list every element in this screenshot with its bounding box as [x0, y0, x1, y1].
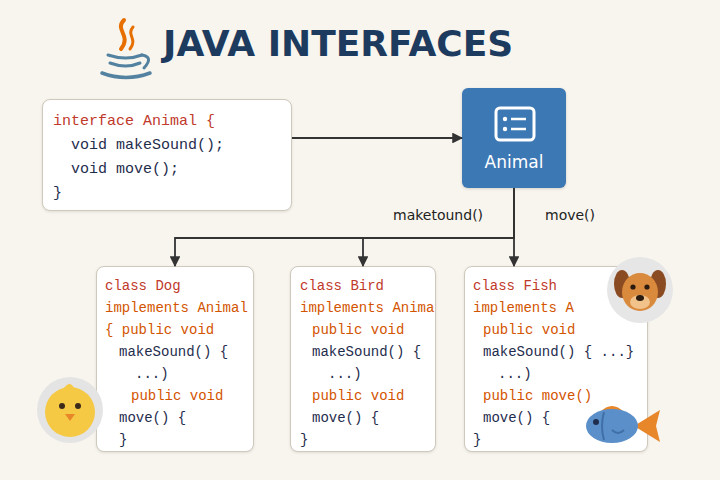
- code-line: implements Anima: [300, 298, 434, 318]
- code-line: class Fish: [473, 276, 557, 296]
- code-line: }: [473, 430, 481, 450]
- code-line: ...): [135, 364, 169, 384]
- code-line: implements Animal: [105, 298, 248, 318]
- code-line: public void: [131, 386, 223, 406]
- implements-arrow: [363, 188, 514, 266]
- code-line: interface Animal {: [53, 112, 215, 132]
- code-line: { public void: [105, 320, 214, 340]
- fish-illustration: [586, 406, 660, 443]
- code-line: public void: [483, 320, 575, 340]
- chick-illustration: [37, 377, 103, 443]
- java-logo: [102, 20, 150, 78]
- code-line: void move();: [71, 160, 179, 180]
- code-line: class Bird: [300, 276, 384, 296]
- code-line: }: [119, 430, 127, 450]
- interface-node: Animal: [462, 88, 566, 188]
- code-line: class Dog: [105, 276, 181, 296]
- code-line: public void: [312, 386, 404, 406]
- node-label: Animal: [462, 152, 566, 172]
- implements-arrow: [175, 188, 514, 266]
- diagram-title: JAVA INTERFACES: [163, 21, 513, 67]
- code-line: move() {: [119, 408, 186, 428]
- code-line: makeSound() {: [119, 342, 228, 362]
- code-line: move() {: [483, 408, 550, 428]
- method-label: move(): [545, 206, 595, 224]
- code-line: public move(): [483, 386, 592, 406]
- code-line: makeSound() {: [312, 342, 421, 362]
- implements-arrow: [513, 188, 515, 266]
- class-box: class Dogimplements Animal{ public voidm…: [96, 266, 254, 452]
- code-line: ...): [328, 364, 362, 384]
- method-label: maketound(): [393, 206, 483, 224]
- code-line: }: [53, 184, 62, 204]
- code-line: public void: [312, 320, 404, 340]
- class-box: class Fishimplements Apublic voidmakeSou…: [464, 266, 648, 452]
- code-line: implements A: [473, 298, 574, 318]
- implements-arrow: [292, 137, 462, 139]
- code-line: void makeSound();: [71, 136, 224, 156]
- dog-illustration: [607, 257, 673, 323]
- code-line: move() {: [312, 408, 379, 428]
- interface-icon: [496, 108, 534, 140]
- interface-code-box: interface Animal { void makeSound(); void …: [42, 99, 292, 211]
- class-box: class Birdimplements Animapublic voidmak…: [290, 266, 436, 452]
- code-line: }: [300, 430, 308, 450]
- code-line: ...): [498, 364, 532, 384]
- code-line: makeSound() { ...}: [483, 342, 634, 362]
